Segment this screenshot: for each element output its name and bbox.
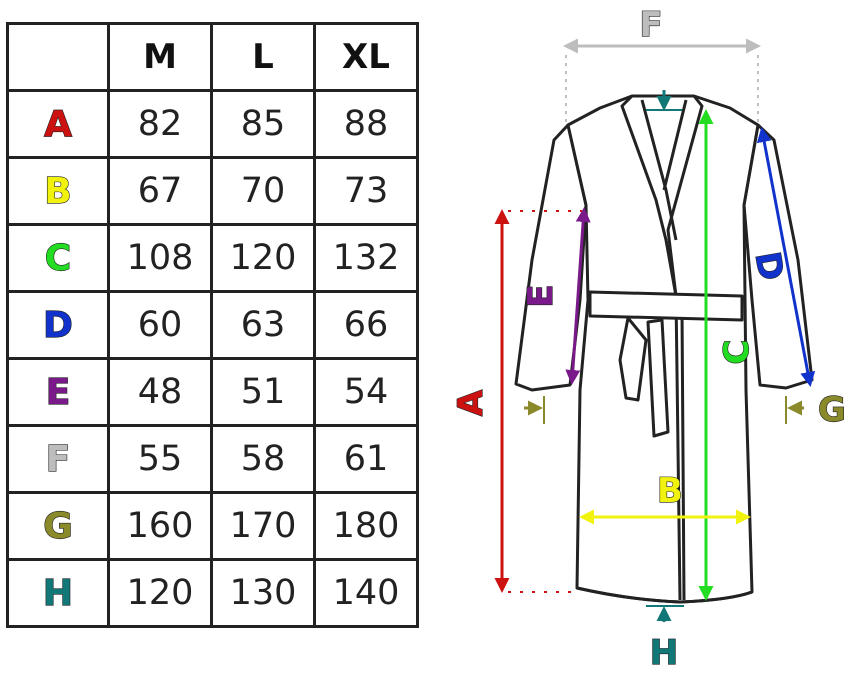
measurement-letter: H: [6, 558, 110, 628]
measurement-value: 88: [313, 89, 419, 159]
belt-tie-left: [618, 316, 648, 402]
measure-b: B: [579, 470, 751, 525]
measurement-value: 120: [210, 223, 316, 293]
table-header-row: M L XL: [6, 22, 419, 92]
header-cell-empty: [6, 22, 110, 92]
measure-e-label: E: [521, 284, 561, 307]
measure-d-arrow: [756, 127, 816, 387]
measurement-value: 60: [107, 290, 213, 360]
measure-e-arrow: [565, 207, 591, 385]
measure-e: E: [520, 207, 591, 385]
right-lapel-inner: [662, 99, 688, 191]
measure-d-label: D: [747, 249, 791, 284]
measure-a: A: [450, 209, 582, 593]
header-cell-size-m: M: [107, 22, 213, 92]
measurement-letter: B: [6, 156, 110, 226]
right-lapel: [666, 95, 704, 601]
measurement-value: 82: [107, 89, 213, 159]
header-cell-size-xl: XL: [313, 22, 419, 92]
measurement-letter: D: [6, 290, 110, 360]
belt: [588, 290, 744, 322]
measurement-value: 132: [313, 223, 419, 293]
measurement-value: 170: [210, 491, 316, 561]
measurement-value: 108: [107, 223, 213, 293]
left-lapel-inner: [640, 99, 678, 241]
measurement-value: 70: [210, 156, 316, 226]
measurement-letter: C: [6, 223, 110, 293]
measurement-value: 66: [313, 290, 419, 360]
measure-f-label: F: [639, 5, 662, 45]
measurement-letter: E: [6, 357, 110, 427]
header-cell-size-l: L: [210, 22, 316, 92]
measurement-value: 67: [107, 156, 213, 226]
bathrobe-svg: F C D E A: [450, 4, 847, 673]
measurement-letter: A: [6, 89, 110, 159]
measure-g: G: [524, 389, 847, 431]
measure-f: F: [563, 4, 761, 122]
robe-hem: [576, 586, 753, 604]
bathrobe-outline: [514, 94, 814, 604]
measurement-value: 120: [107, 558, 213, 628]
measurement-value: 130: [210, 558, 316, 628]
measure-a-label: A: [451, 389, 491, 416]
measurement-value: 73: [313, 156, 419, 226]
measure-h: H: [646, 605, 684, 673]
measurement-value: 48: [107, 357, 213, 427]
measurement-value: 180: [313, 491, 419, 561]
measurement-letter: G: [6, 491, 110, 561]
measurement-value: 140: [313, 558, 419, 628]
measurement-value: 54: [313, 357, 419, 427]
belt-tie-right: [646, 318, 670, 438]
measurement-value: 63: [210, 290, 316, 360]
bathrobe-diagram: F C D E A: [440, 0, 857, 673]
measure-c-label: C: [717, 340, 757, 365]
measurement-value: 61: [313, 424, 419, 494]
measurement-value: 160: [107, 491, 213, 561]
measure-h-label: H: [650, 633, 678, 673]
measure-h-collar: [646, 90, 682, 111]
measurement-value: 85: [210, 89, 316, 159]
measurement-letter: F: [6, 424, 110, 494]
measurement-value: 51: [210, 357, 316, 427]
measurement-value: 55: [107, 424, 213, 494]
measure-g-label: G: [818, 390, 846, 430]
front-edge: [680, 309, 686, 601]
measurement-value: 58: [210, 424, 316, 494]
measure-d: D: [746, 127, 816, 387]
left-lapel: [620, 94, 678, 297]
measure-b-label: B: [657, 471, 683, 511]
